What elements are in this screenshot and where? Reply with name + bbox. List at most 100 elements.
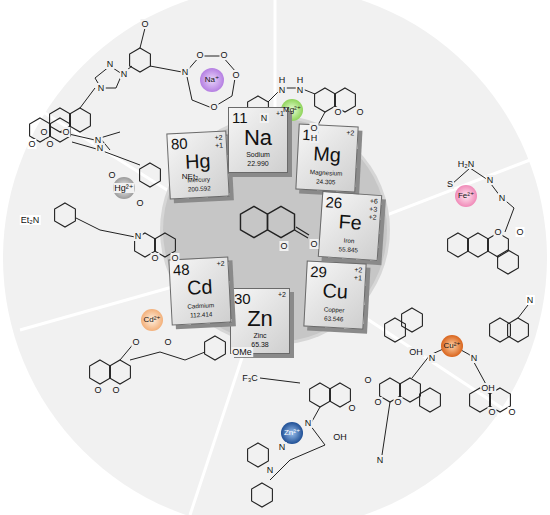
atom-label: O bbox=[195, 50, 204, 60]
atom-label: H₂N bbox=[457, 159, 476, 169]
atom-label: N bbox=[96, 143, 105, 153]
element-symbol: Fe bbox=[321, 209, 380, 236]
atom-label: O bbox=[393, 397, 402, 407]
element-name: Mercury bbox=[170, 174, 228, 184]
element-name: Iron bbox=[320, 235, 378, 246]
atom-label: N bbox=[278, 85, 287, 95]
atom-label: N bbox=[498, 193, 507, 203]
element-tile: 29 +2 +1CuCopper63.546 bbox=[303, 260, 366, 329]
atom-label: N bbox=[526, 295, 535, 305]
element-name: Magnesium bbox=[297, 167, 355, 177]
atom-label: O bbox=[219, 50, 228, 60]
atom-label: Et₂N bbox=[20, 215, 41, 225]
element-tile: 80+2 +1HgMercury200.592 bbox=[166, 130, 229, 199]
atom-label: OH bbox=[332, 432, 348, 442]
oxidation-states: +2 bbox=[344, 129, 354, 138]
element-symbol: Zn bbox=[231, 306, 289, 332]
atom-label: Hg²⁺ bbox=[113, 183, 134, 193]
atom-label: O bbox=[309, 123, 318, 133]
element-symbol: Hg bbox=[168, 149, 227, 175]
element-tile: 11 +1NaSodium 22.990 bbox=[228, 107, 288, 173]
atomic-mass: 200.592 bbox=[170, 183, 228, 193]
atom-label: O bbox=[61, 127, 70, 137]
atomic-mass: 63.546 bbox=[305, 313, 363, 323]
atom-label: N bbox=[278, 442, 287, 452]
atom-label: O bbox=[150, 253, 159, 263]
atom-label: N bbox=[120, 69, 129, 79]
atom-label: H bbox=[296, 75, 305, 85]
atom-label: N bbox=[428, 353, 437, 363]
atom-label: O bbox=[135, 198, 144, 208]
atom-label: H bbox=[278, 75, 287, 85]
atom-label: N bbox=[97, 83, 106, 93]
oxidation-states: +2 bbox=[214, 260, 224, 269]
atomic-mass: 22.990 bbox=[229, 160, 287, 167]
atom-label: N bbox=[181, 67, 190, 77]
oxidation-states: +2 bbox=[276, 291, 286, 299]
atom-label: O bbox=[27, 139, 36, 149]
element-tile: 12+2MgMagnesium24.305 bbox=[295, 123, 358, 192]
element-name: Sodium bbox=[229, 151, 287, 158]
atom-label: O bbox=[487, 407, 496, 417]
oxidation-states: +2 +1 bbox=[352, 266, 363, 283]
element-tile: 48+2CdCadmium112.414 bbox=[168, 256, 231, 325]
metal-ion-label: Cu²⁺ bbox=[442, 341, 461, 351]
atomic-number: 11 bbox=[232, 109, 248, 126]
atom-label: O bbox=[93, 385, 102, 395]
atom-label: N bbox=[266, 465, 275, 475]
atom-label: O bbox=[333, 107, 342, 117]
atom-label: OH bbox=[480, 383, 496, 393]
element-symbol: Cu bbox=[306, 279, 365, 305]
atom-label: S bbox=[446, 179, 454, 189]
element-symbol: Na bbox=[229, 125, 287, 151]
metal-ion-label: NEt₂ bbox=[181, 172, 199, 182]
atomic-mass: 24.305 bbox=[297, 176, 355, 186]
atom-label: O bbox=[45, 139, 54, 149]
metal-ion-label: Zn²⁺ bbox=[283, 428, 301, 438]
atom-label: O bbox=[131, 337, 140, 347]
atom-label: N bbox=[470, 353, 479, 363]
atom-label: O bbox=[515, 227, 524, 237]
atom-label: O bbox=[231, 70, 240, 80]
element-tile: 26+6 +3 +2FeIron55.845 bbox=[318, 191, 382, 261]
atomic-number: 29 bbox=[310, 263, 328, 281]
atom-label: O bbox=[493, 227, 502, 237]
atom-label: N bbox=[486, 175, 495, 185]
atom-label: O bbox=[111, 385, 120, 395]
atom-label: O bbox=[309, 239, 318, 249]
element-symbol: Cd bbox=[170, 275, 229, 301]
atomic-mass: 112.414 bbox=[172, 309, 230, 319]
oxidation-states: +1 bbox=[274, 110, 284, 118]
atom-label: OMe bbox=[231, 347, 253, 357]
atom-label: F₃C bbox=[241, 373, 259, 383]
atom-label: N bbox=[106, 59, 115, 69]
atom-label: N bbox=[376, 455, 385, 465]
atomic-number: 30 bbox=[234, 290, 251, 307]
oxidation-states: +2 +1 bbox=[212, 134, 223, 151]
atom-label: OH bbox=[408, 347, 424, 357]
atom-label: O bbox=[279, 241, 288, 251]
metal-ion-label: Na⁺ bbox=[204, 75, 220, 85]
atom-label: O bbox=[363, 375, 372, 385]
element-name: Copper bbox=[305, 304, 363, 314]
atom-label: O bbox=[170, 253, 179, 263]
atom-label: N bbox=[260, 113, 269, 123]
atom-label: O bbox=[355, 107, 364, 117]
atomic-mass: 55.845 bbox=[319, 244, 377, 255]
element-name: Cadmium bbox=[172, 300, 230, 310]
atom-label: N bbox=[296, 85, 305, 95]
atom-label: O bbox=[107, 170, 116, 180]
atom-label: O bbox=[373, 397, 382, 407]
atom-label: O bbox=[39, 127, 48, 137]
metal-ion-label: Cd²⁺ bbox=[142, 315, 161, 325]
atom-label: O bbox=[140, 19, 149, 29]
element-symbol: Mg bbox=[298, 142, 357, 168]
atom-label: N bbox=[304, 418, 313, 428]
atom-label: O bbox=[163, 337, 172, 347]
atom-label: N bbox=[134, 231, 143, 241]
atom-label: H bbox=[310, 133, 319, 143]
element-name: Zinc bbox=[231, 332, 289, 339]
atom-label: O bbox=[347, 403, 356, 413]
